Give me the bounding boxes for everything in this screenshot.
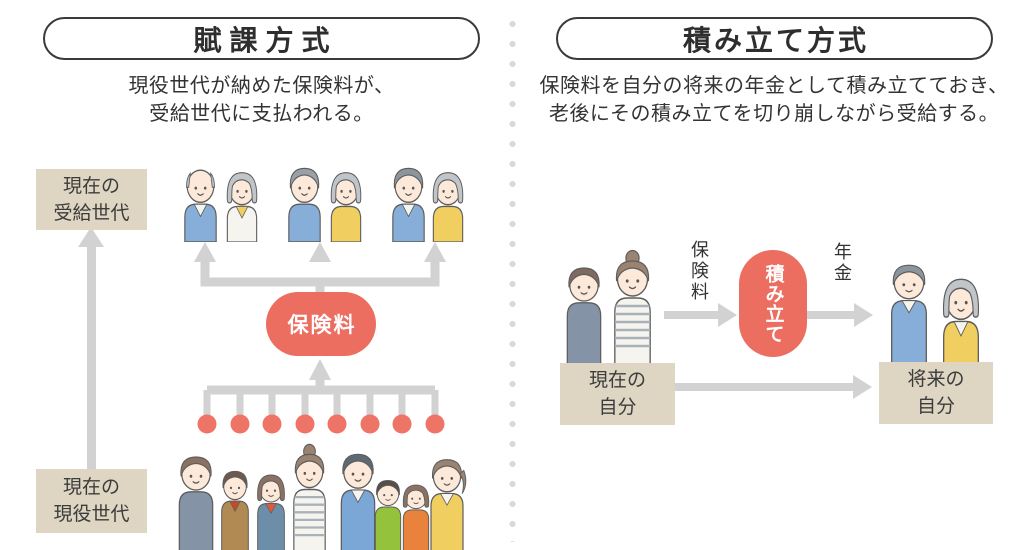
premium-flow-label: 保険料 [689, 240, 709, 303]
young-man-illustration [333, 443, 383, 550]
left-title-pill: 賦課方式 [43, 17, 480, 60]
dotted-divider [509, 14, 516, 542]
recipients-box-line2: 受給世代 [53, 202, 130, 224]
left-title: 賦課方式 [193, 24, 338, 56]
current-self-box: 現在の 自分 [560, 363, 675, 425]
right-description: 保険料を自分の将来の年金として積み立てておき、老後にその積み立てを切り崩しながら… [539, 72, 1009, 128]
premium-collection-arrows [197, 359, 445, 434]
boy-illustration [369, 472, 407, 550]
workers-box: 現在の 現役世代 [36, 469, 147, 533]
workers-box-line2: 現役世代 [53, 504, 130, 525]
left-description: 現役世代が納めた保険料が、受給世代に支払われる。 [43, 72, 480, 128]
contribution-dots [197, 414, 445, 434]
future-self-box: 将来の 自分 [879, 362, 993, 424]
young-woman-illustration [423, 449, 471, 550]
young-man-illustration [171, 446, 221, 550]
workers-box-line1: 現在の [62, 477, 120, 498]
left-description-line2: 受給世代に支払われる。 [149, 103, 374, 125]
elderly-woman-illustration [935, 266, 987, 366]
premium-arrowhead-icon [718, 303, 737, 327]
young-man-illustration [559, 257, 609, 367]
young-woman-illustration [286, 442, 333, 550]
boy-illustration [215, 462, 255, 550]
workers-to-recipients-arrowhead-icon [78, 227, 104, 247]
recipients-box: 現在の 受給世代 [36, 169, 147, 230]
left-description-line1: 現役世代が納めた保険料が、 [128, 75, 395, 97]
workers-to-recipients-arrow [87, 246, 96, 469]
girl-illustration [397, 477, 435, 550]
girl-illustration [251, 466, 291, 550]
time-arrowhead-icon [853, 375, 872, 399]
accumulation-pill: 積み立て [739, 250, 807, 357]
elderly-man-illustration [883, 254, 935, 366]
elderly-man-illustration [385, 157, 432, 242]
elderly-woman-illustration [426, 162, 470, 242]
elderly-woman-illustration [220, 162, 264, 242]
premium-oval: 保険料 [266, 292, 376, 356]
right-title-pill: 積み立て方式 [556, 17, 993, 60]
accumulation-label: 積み立て [762, 263, 784, 344]
young-woman-illustration [606, 248, 659, 368]
premium-arrow [664, 311, 718, 319]
elderly-man-illustration [177, 157, 224, 242]
future-self-box-line2: 自分 [916, 396, 955, 417]
recipients-box-line1: 現在の [62, 175, 120, 197]
right-description-line2: 老後にその積み立てを切り崩しながら受給する。 [548, 103, 1000, 125]
pension-flow-label: 年金 [832, 242, 852, 284]
pension-arrow [804, 311, 854, 319]
current-self-box-line1: 現在の [588, 370, 646, 391]
future-self-box-line1: 将来の [907, 369, 965, 390]
right-title: 積み立て方式 [682, 24, 869, 56]
elderly-man-illustration [281, 157, 328, 242]
current-self-box-line2: 自分 [598, 397, 637, 418]
premium-label: 保険料 [287, 314, 357, 337]
pension-arrowhead-icon [854, 303, 873, 327]
right-description-line1: 保険料を自分の将来の年金として積み立てておき、 [539, 75, 1009, 97]
time-arrow [675, 383, 853, 391]
elderly-woman-illustration [324, 162, 368, 242]
